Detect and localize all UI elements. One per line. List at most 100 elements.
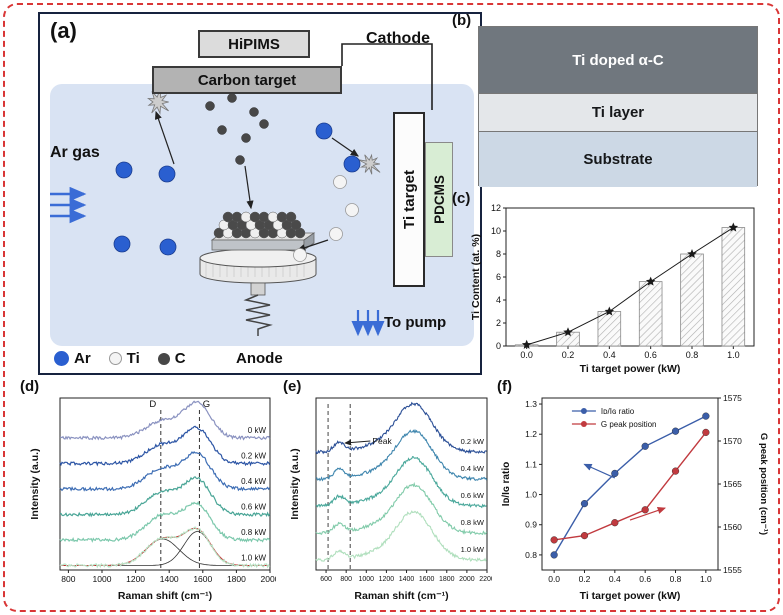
particle-arrow xyxy=(331,137,359,157)
ar-gas-label: Ar gas xyxy=(50,144,100,161)
series-label: 0.8 kW xyxy=(241,528,266,537)
overlay-line xyxy=(526,227,734,346)
panel-d-label: (d) xyxy=(20,378,40,395)
c-sphere xyxy=(249,211,261,223)
left-tick-label: 0.8 xyxy=(525,550,537,560)
x-axis-label: Raman shift (cm⁻¹) xyxy=(354,590,448,602)
spectrum-line xyxy=(59,400,271,441)
substrate-front xyxy=(211,239,305,251)
x-tick-label: 0.8 xyxy=(686,350,699,360)
c-particle xyxy=(235,155,245,165)
x-tick-label: 1400 xyxy=(399,576,415,583)
ti-particle xyxy=(329,227,343,241)
pdcms-label: PDCMS xyxy=(431,175,447,224)
y-tick-label: 0 xyxy=(496,341,501,351)
legend-label: Iᴅ/Iɢ ratio xyxy=(601,407,635,416)
cathode-label: Cathode xyxy=(366,30,430,47)
particle-arrow xyxy=(296,239,329,252)
c-particle xyxy=(217,125,227,135)
legend-marker xyxy=(580,408,587,414)
spectrum-line xyxy=(59,450,271,492)
x-tick-label: 2000 xyxy=(459,576,475,583)
x-tick-label: 0.2 xyxy=(579,574,591,584)
c-particle xyxy=(227,93,237,103)
x-axis-label: Raman shift (cm⁻¹) xyxy=(118,590,212,602)
data-point xyxy=(611,469,619,478)
spectrum-line xyxy=(315,481,488,536)
carbon-target-box: Carbon target xyxy=(152,66,342,94)
series-label: 0.4 kW xyxy=(241,477,266,486)
stage-stem xyxy=(250,282,266,296)
hipims-label: HiPIMS xyxy=(228,35,280,53)
spectrum-line xyxy=(59,526,271,569)
data-point xyxy=(580,532,589,540)
c-particle xyxy=(205,101,215,111)
pdcms-box: PDCMS xyxy=(425,142,453,257)
c-sphere xyxy=(285,211,297,223)
bar xyxy=(638,281,663,347)
ar-particle xyxy=(343,155,361,173)
y-axis-label: Intensity (a.u.) xyxy=(289,448,301,519)
x-tick-label: 0.6 xyxy=(639,574,651,584)
data-point xyxy=(671,467,680,475)
panel-a: (a) HiPIMS Carbon target Cathode Ti targ… xyxy=(38,12,482,375)
bar xyxy=(721,227,746,347)
y-tick-label: 4 xyxy=(496,295,501,305)
panel-f-label: (f) xyxy=(497,378,512,395)
c-particle xyxy=(259,119,269,129)
panel-c-label: (c) xyxy=(452,190,471,207)
y-tick-label: 8 xyxy=(496,249,501,259)
ar-particle xyxy=(315,122,333,140)
x-tick-label: 1400 xyxy=(160,574,179,584)
data-point xyxy=(702,412,710,420)
layer-2: Ti layer xyxy=(479,94,757,132)
x-tick-label: 1.0 xyxy=(700,574,712,584)
x-axis-label: Ti target power (kW) xyxy=(580,363,681,375)
peak-annotation: Peak xyxy=(372,436,392,446)
panel-a-drawing xyxy=(50,43,433,337)
panel-b-label: (b) xyxy=(452,12,472,29)
data-point xyxy=(702,428,710,437)
peak-annotation-arrow xyxy=(344,439,371,446)
ar-particle xyxy=(113,235,131,253)
right-tick-label: 1575 xyxy=(723,393,742,403)
ti-sphere xyxy=(267,211,279,223)
x-tick-label: 600 xyxy=(320,576,332,583)
star-marker xyxy=(645,276,656,286)
x-tick-label: 0.2 xyxy=(562,350,575,360)
x-tick-label: 1800 xyxy=(439,576,455,583)
ti-particle xyxy=(293,248,307,262)
spark xyxy=(357,153,381,175)
c-sphere xyxy=(222,211,234,223)
star-marker xyxy=(604,306,615,316)
star-marker xyxy=(687,249,697,258)
legend-item-c: C xyxy=(157,350,186,367)
legend-label: Ti xyxy=(126,350,140,367)
spectrum-line xyxy=(315,455,487,509)
ar-particle xyxy=(115,161,133,179)
left-tick-label: 1.1 xyxy=(525,459,537,469)
left-tick-label: 0.9 xyxy=(525,520,537,530)
star-marker xyxy=(521,339,532,349)
y-tick-label: 10 xyxy=(491,226,501,236)
axes-frame xyxy=(315,397,488,571)
ar-particle xyxy=(158,165,176,183)
star-marker xyxy=(563,327,573,337)
data-point xyxy=(641,442,649,450)
series-label: 1.0 kW xyxy=(241,554,266,563)
x-tick-label: 0.4 xyxy=(609,574,621,584)
data-line xyxy=(553,415,707,556)
layer-3: Substrate xyxy=(479,132,757,187)
c-particle xyxy=(241,133,251,143)
c-particle xyxy=(249,107,259,117)
right-tick-label: 1565 xyxy=(723,479,742,489)
legend-item-ar: Ar xyxy=(54,350,91,367)
band-label: G xyxy=(203,399,210,410)
particle-arrow xyxy=(154,110,175,165)
star-marker xyxy=(728,222,739,232)
c-sphere xyxy=(276,211,288,223)
left-tick-label: 1.0 xyxy=(525,490,537,500)
x-tick-label: 0.6 xyxy=(644,350,657,360)
